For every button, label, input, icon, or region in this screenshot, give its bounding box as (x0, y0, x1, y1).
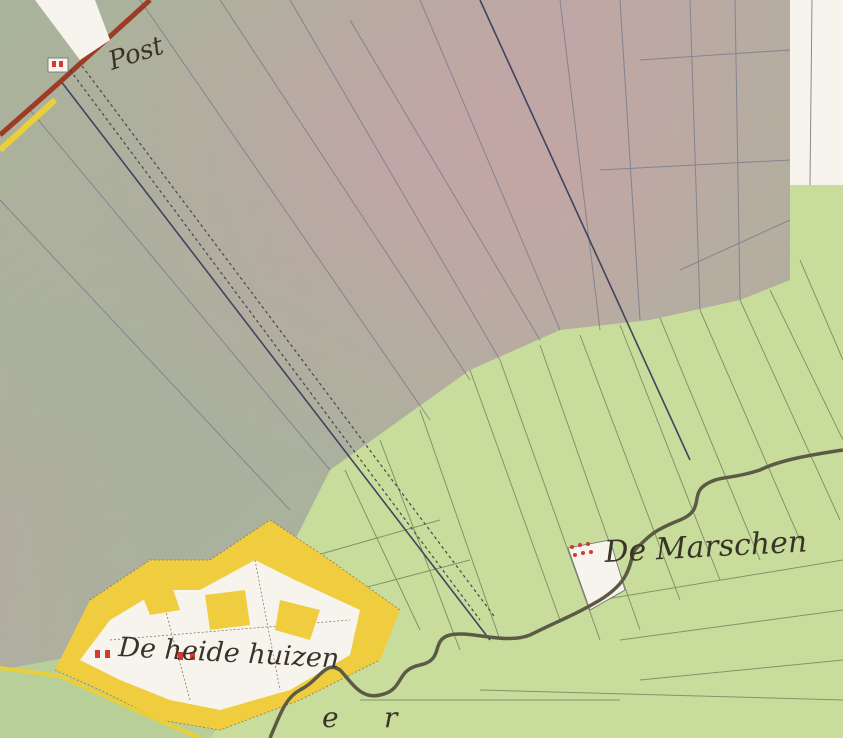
dotted-track (69, 65, 495, 621)
label-letter-e: e (322, 701, 339, 734)
settlement-heide-huizen (54, 519, 401, 731)
building-postroad (47, 57, 69, 73)
top-right-strip-divider (809, 0, 813, 186)
post-road (0, 0, 152, 153)
label-letter-r: r (384, 701, 399, 734)
river (268, 448, 843, 738)
field-lines (279, 259, 843, 701)
lower-left-edge-road (0, 666, 201, 738)
main-boundary-lines (59, 0, 691, 641)
heath-parcel-lines (0, 0, 791, 511)
top-right-white-strip (790, 0, 843, 185)
